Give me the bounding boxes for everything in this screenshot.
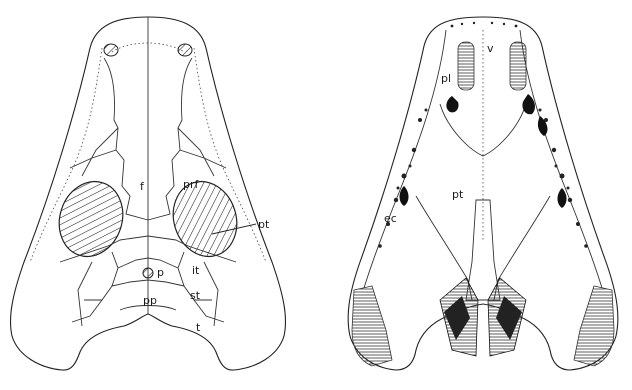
label-postorbital: pt	[258, 218, 270, 231]
right-quadrate-region	[574, 286, 614, 366]
label-intertemporal: it	[192, 264, 200, 277]
label-prefrontal: prf	[183, 178, 200, 191]
label-frontal: f	[140, 180, 145, 193]
right-nostril	[178, 44, 192, 56]
label-pterygoid: pt	[452, 188, 464, 201]
right-choana	[510, 42, 526, 90]
left-palatine-fang	[446, 96, 458, 112]
left-quadrate-region	[352, 286, 392, 366]
label-parietal: p	[157, 266, 164, 279]
cheek-sutures-right	[178, 128, 226, 176]
right-orbit	[164, 173, 246, 264]
label-ectopterygoid: ec	[384, 212, 397, 225]
label-supratemporal: st	[190, 289, 201, 302]
right-palatine-fang	[522, 94, 535, 114]
pineal-foramen	[143, 268, 153, 278]
label-tabular: t	[196, 321, 201, 334]
cheek-sutures-left	[70, 128, 118, 176]
label-palatine: pl	[441, 72, 451, 85]
label-postparietal: pp	[143, 294, 157, 307]
label-vomer: v	[487, 42, 494, 55]
palatal-skull-outline	[348, 17, 618, 370]
right-ectopterygoid-fang	[558, 188, 567, 208]
palatal-skull-view: v pl pt ec	[348, 17, 618, 370]
left-orbit	[50, 173, 132, 264]
left-choana	[458, 42, 474, 90]
dorsal-skull-view: f prf pt p it pp st t	[11, 17, 286, 370]
left-nostril	[104, 44, 118, 56]
